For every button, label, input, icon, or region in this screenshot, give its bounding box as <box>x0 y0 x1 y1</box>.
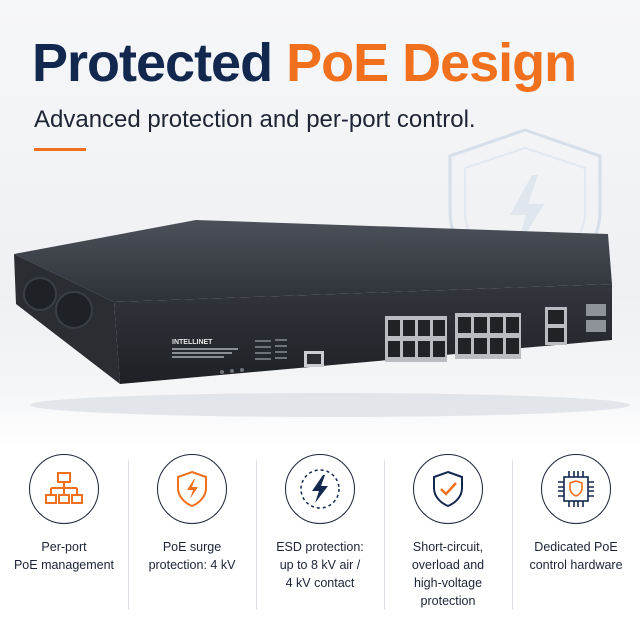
subtitle: Advanced protection and per-port control… <box>34 106 476 133</box>
page-title: Protected PoE Design <box>32 33 577 93</box>
feature-per-port-management: Per-port PoE management <box>0 448 128 640</box>
feature-label-line: 4 kV contact <box>285 576 355 590</box>
feature-label-line: PoE management <box>13 558 115 572</box>
feature-label-line: Short-circuit, <box>412 540 484 554</box>
feature-label-line: high-voltage <box>413 576 483 590</box>
divider <box>256 460 257 610</box>
feature-short-circuit-protection: Short-circuit, overload and high-voltage… <box>384 448 512 640</box>
network-switch-image: INTELLINET <box>0 200 640 425</box>
feature-label-line: overload and <box>411 558 485 572</box>
feature-label-line: protection <box>420 594 476 608</box>
divider <box>512 460 513 610</box>
title-part-protected: Protected <box>32 33 273 93</box>
accent-underline <box>34 148 86 151</box>
feature-label-line: Dedicated PoE <box>534 540 618 554</box>
feature-dedicated-hardware: Dedicated PoE control hardware <box>512 448 640 640</box>
feature-label-line: Per-port <box>41 540 87 554</box>
title-part-poe-design: PoE Design <box>286 33 577 93</box>
feature-label-line: protection: 4 kV <box>148 558 236 572</box>
hierarchy-network-icon <box>29 454 99 524</box>
divider <box>128 460 129 610</box>
chip-shield-icon <box>541 454 611 524</box>
shield-lightning-icon <box>157 454 227 524</box>
feature-poe-surge: PoE surge protection: 4 kV <box>128 448 256 640</box>
feature-label-line: ESD protection: <box>276 540 364 554</box>
lightning-bolt-icon <box>285 454 355 524</box>
shield-check-icon <box>413 454 483 524</box>
feature-row: Per-port PoE management PoE surge protec… <box>0 448 640 640</box>
feature-label-line: up to 8 kV air / <box>279 558 361 572</box>
feature-label-line: PoE surge <box>162 540 222 554</box>
feature-esd-protection: ESD protection: up to 8 kV air / 4 kV co… <box>256 448 384 640</box>
divider <box>384 460 385 610</box>
brand-logo-text: INTELLINET <box>172 339 213 346</box>
feature-label-line: control hardware <box>529 558 623 572</box>
